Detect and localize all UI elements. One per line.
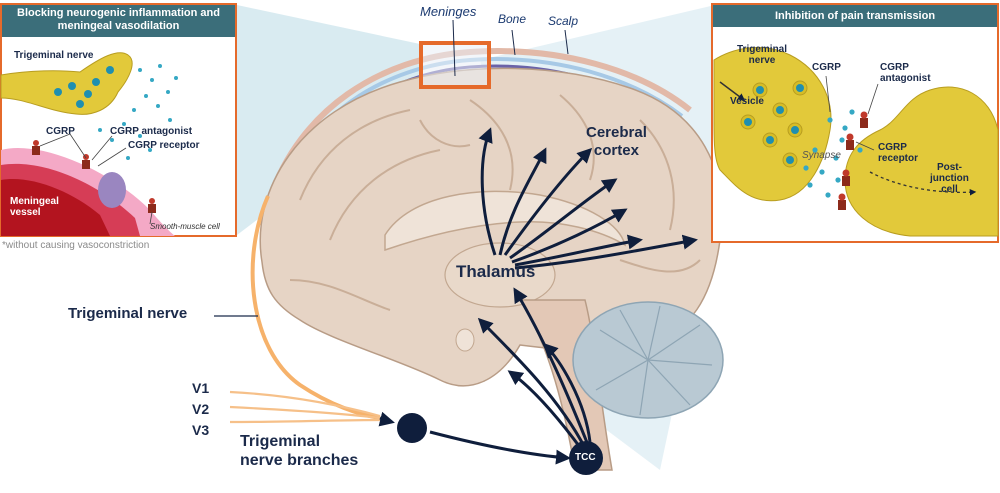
trigeminal-ganglion [397, 413, 427, 443]
pituitary [455, 328, 475, 352]
pathway-arrows [378, 127, 698, 465]
meninges-pointer [452, 19, 456, 77]
left-inset-pointers [39, 133, 153, 225]
trigeminal-nerve-path [250, 195, 381, 420]
left-inset-title-line2: meningeal vasodilation [57, 20, 180, 32]
meningeal-vessel-line1: Meningeal [10, 196, 59, 207]
right-cgrp-receptors [838, 111, 868, 210]
cerebellum-folia [595, 305, 713, 416]
right-antagonist-line2: antagonist [880, 73, 931, 84]
meningeal-vessel-label: Meningeal vessel [10, 196, 59, 218]
right-inset-pointers [825, 75, 879, 151]
right-trigeminal-label: Trigeminal nerve [737, 44, 787, 66]
right-trigeminal-line1: Trigeminal [737, 44, 788, 55]
tcc-label: TCC [575, 452, 596, 463]
post-junction-line3: cell [941, 184, 958, 195]
post-junction-label: Post- junction cell [930, 162, 969, 195]
trigeminal-branches-label: Trigeminal nerve branches [240, 432, 358, 470]
post-junction-line1: Post- [936, 162, 962, 173]
right-receptor-label: CGRP receptor [878, 142, 918, 164]
scalp-label: Scalp [548, 14, 579, 28]
bone-pointer [511, 29, 516, 56]
right-antagonist-line1: CGRP [880, 62, 909, 73]
post-junction-line2: junction [930, 173, 969, 184]
meninges-label: Meninges [420, 4, 477, 19]
left-nerve-terminal [0, 52, 133, 115]
scalp-pointer [564, 29, 569, 55]
trigeminal-branches-line1: Trigeminal [240, 433, 321, 450]
left-cgrp-antagonist-label: CGRP antagonist [110, 126, 193, 137]
left-nerve-vesicles [54, 66, 114, 108]
cerebral-cortex-line1: Cerebral [586, 124, 647, 141]
right-nerve-arrow [719, 81, 746, 101]
left-inset-title-line1: Blocking neurogenic inflammation and [17, 7, 220, 19]
corpus-callosum [384, 190, 627, 252]
meningeal-vessel-line2: vessel [10, 207, 41, 218]
right-receptor-line2: receptor [878, 153, 919, 164]
vesicle-label: Vesicle [730, 96, 764, 107]
thalamus-label: Thalamus [456, 262, 536, 281]
right-antagonist-label: CGRP antagonist [880, 62, 931, 84]
right-trigeminal-line2: nerve [748, 55, 776, 66]
v3-label: V3 [192, 422, 210, 438]
left-cgrp-label: CGRP [46, 126, 75, 137]
trigeminal-nerve-label: Trigeminal nerve [68, 305, 188, 322]
post-junction-dashed-arrow [869, 171, 977, 196]
right-receptor-line1: CGRP [878, 142, 907, 153]
left-trigeminal-nerve-label: Trigeminal nerve [14, 50, 94, 61]
synapse-label: Synapse [802, 150, 841, 161]
tcc-node [569, 441, 603, 475]
left-cgrp-dots [98, 64, 178, 160]
cerebral-cortex-label: Cerebral cortex [586, 124, 647, 160]
right-inset-title: Inhibition of pain transmission [713, 5, 997, 27]
left-cgrp-receptors [32, 140, 156, 213]
post-junction-cell [844, 86, 999, 237]
v1-label: V1 [192, 380, 210, 396]
vessel-lumen [1, 179, 110, 236]
right-cgrp-dots [803, 109, 863, 198]
left-inset-title: Blocking neurogenic inflammation and men… [2, 5, 235, 37]
left-cgrp-receptor-label: CGRP receptor [128, 140, 200, 151]
right-cgrp-label: CGRP [812, 62, 841, 73]
brain-gyri [289, 94, 701, 311]
v2-label: V2 [192, 401, 210, 417]
brain [259, 67, 723, 387]
bone-label: Bone [498, 12, 527, 26]
right-vesicles [740, 80, 808, 168]
cerebral-cortex-line2: cortex [593, 142, 639, 159]
smooth-muscle-label: Smooth-muscle cell [150, 222, 220, 231]
trigeminal-branches-line2: nerve branches [240, 452, 359, 469]
smooth-muscle-cell [98, 172, 126, 208]
footnote: *without causing vasoconstriction [2, 240, 150, 251]
v-branches [229, 390, 381, 424]
